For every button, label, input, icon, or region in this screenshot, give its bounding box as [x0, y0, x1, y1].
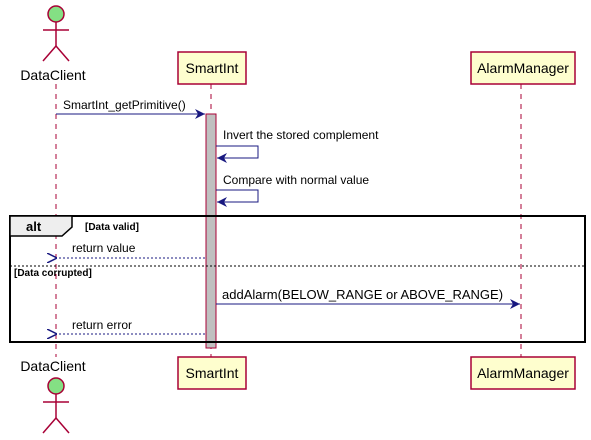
- participant-alarm-manager-top: AlarmManager: [470, 51, 576, 85]
- message-arrow-invert: [216, 145, 259, 163]
- actor-label-data-client-top: DataClient: [20, 67, 85, 83]
- actor-data-client-top: DataClient: [20, 5, 86, 83]
- message-label-return-error: return error: [72, 318, 132, 332]
- participant-box: [470, 51, 576, 85]
- actor-leg-left: [42, 417, 57, 434]
- message-arrow-compare: [216, 189, 259, 207]
- participant-box: [177, 51, 247, 85]
- actor-data-client-bottom: DataClient: [20, 358, 86, 434]
- message-return-error: return error: [57, 318, 205, 334]
- message-return-value: return value: [57, 241, 205, 258]
- participant-label-smart-int-top: SmartInt: [186, 60, 239, 76]
- message-label-return-value: return value: [72, 241, 136, 255]
- message-invert: Invert the stored complement: [216, 128, 379, 163]
- message-label-invert: Invert the stored complement: [223, 128, 379, 142]
- actor-leg-right: [55, 417, 70, 434]
- alt-guard-corrupted: [Data corrupted]: [14, 268, 92, 279]
- alt-guard-valid: [Data valid]: [85, 222, 139, 233]
- participant-label-alarm-manager-bottom: AlarmManager: [477, 365, 569, 381]
- message-label-add-alarm: addAlarm(BELOW_RANGE or ABOVE_RANGE): [222, 287, 503, 302]
- alt-frame-keyword: alt: [26, 219, 42, 234]
- participant-smart-int-top: SmartInt: [177, 51, 247, 85]
- message-get-primitive: SmartInt_getPrimitive(): [56, 98, 205, 119]
- alt-frame-tab: [9, 215, 73, 237]
- actor-head: [47, 5, 65, 23]
- message-label-compare: Compare with normal value: [223, 173, 369, 187]
- alt-frame-border: [9, 215, 586, 343]
- actor-leg-left: [42, 45, 57, 62]
- alt-frame: alt [Data valid] [Data corrupted]: [9, 215, 586, 343]
- actor-head: [47, 377, 65, 395]
- message-label-get-primitive: SmartInt_getPrimitive(): [63, 98, 186, 112]
- participant-alarm-manager-bottom: AlarmManager: [470, 356, 576, 390]
- message-add-alarm: addAlarm(BELOW_RANGE or ABOVE_RANGE): [216, 287, 520, 309]
- participant-box: [470, 356, 576, 390]
- participant-label-alarm-manager-top: AlarmManager: [477, 60, 569, 76]
- participant-box: [177, 356, 247, 390]
- actor-label-data-client-bottom: DataClient: [20, 358, 85, 374]
- activation-bar-smart-int: [205, 113, 217, 349]
- actor-leg-right: [55, 45, 70, 62]
- participant-label-smart-int-bottom: SmartInt: [186, 365, 239, 381]
- participant-smart-int-bottom: SmartInt: [177, 356, 247, 390]
- message-compare: Compare with normal value: [216, 173, 369, 207]
